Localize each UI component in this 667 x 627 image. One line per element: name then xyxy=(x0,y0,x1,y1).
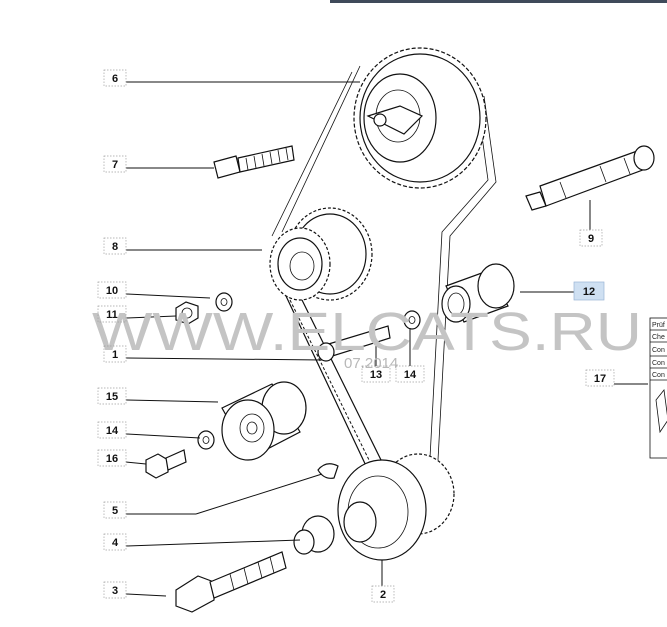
info-table-row: Con xyxy=(652,347,665,354)
callout-1[interactable]: 1 xyxy=(103,345,127,363)
callout-17[interactable]: 17 xyxy=(585,369,615,387)
callout-2[interactable]: 2 xyxy=(371,585,395,603)
camshaft-bolt xyxy=(213,145,295,179)
callout-label: 7 xyxy=(112,159,118,171)
callout-label: 6 xyxy=(112,73,118,85)
tensioner-bolt xyxy=(317,310,421,362)
callout-label: 10 xyxy=(106,285,118,297)
callout-label: 13 xyxy=(370,369,382,381)
nut-and-washer xyxy=(175,292,233,325)
callout-9[interactable]: 9 xyxy=(579,229,603,247)
woodruff-key xyxy=(317,463,339,479)
callout-label: 14 xyxy=(404,369,417,381)
callout-label: 16 xyxy=(106,453,118,465)
bearing-sleeve xyxy=(441,263,515,323)
watermark: WWW.ELCATS.RU 07.2014 xyxy=(92,302,642,372)
crankshaft-pulley xyxy=(337,453,455,561)
leader-lines xyxy=(125,81,648,597)
callout-6[interactable]: 6 xyxy=(103,69,127,87)
callout-5[interactable]: 5 xyxy=(103,501,127,519)
drive-shaft xyxy=(525,145,655,211)
window-top-border xyxy=(330,0,667,3)
callout-label: 2 xyxy=(380,589,386,601)
callout-13[interactable]: 13 xyxy=(361,365,391,383)
callout-10[interactable]: 10 xyxy=(97,281,127,299)
callout-16[interactable]: 16 xyxy=(97,449,127,467)
camshaft-pulley xyxy=(353,47,487,189)
info-table-row: Prüf xyxy=(652,322,665,329)
intermediate-pulley xyxy=(269,207,373,301)
info-table-row: Con xyxy=(652,360,665,367)
info-table-row: Che xyxy=(652,334,665,341)
callout-label: 5 xyxy=(112,505,118,517)
spacer-ring xyxy=(293,515,335,555)
callout-label: 1 xyxy=(112,349,118,361)
callout-label: 11 xyxy=(106,309,118,321)
callout-labels: 6 7 8 9 10 11 12 1 xyxy=(97,69,615,603)
info-table: Prüf Che Con Con Con xyxy=(649,317,667,459)
callout-11[interactable]: 11 xyxy=(97,305,127,323)
callout-label: 3 xyxy=(112,585,118,597)
tensioner-roller xyxy=(221,381,307,461)
callout-label: 15 xyxy=(106,391,118,403)
washer-and-bolt xyxy=(145,430,215,479)
callout-14-lower[interactable]: 14 xyxy=(97,421,127,439)
callout-label: 17 xyxy=(594,373,606,385)
watermark-site: WWW.ELCATS.RU xyxy=(92,302,642,362)
callout-8[interactable]: 8 xyxy=(103,237,127,255)
info-table-row: Con xyxy=(652,372,665,379)
callout-label: 8 xyxy=(112,241,118,253)
callout-label: 9 xyxy=(588,233,594,245)
callout-7[interactable]: 7 xyxy=(103,155,127,173)
callout-3[interactable]: 3 xyxy=(103,581,127,599)
callout-12[interactable]: 12 xyxy=(573,281,605,301)
callout-14-upper[interactable]: 14 xyxy=(395,365,425,383)
callout-15[interactable]: 15 xyxy=(97,387,127,405)
watermark-date: 07.2014 xyxy=(344,355,398,372)
callout-label: 4 xyxy=(112,537,119,549)
callout-label: 12 xyxy=(583,286,595,298)
callout-4[interactable]: 4 xyxy=(103,533,127,551)
crankshaft-bolt xyxy=(175,551,287,613)
callout-label: 14 xyxy=(106,425,119,437)
